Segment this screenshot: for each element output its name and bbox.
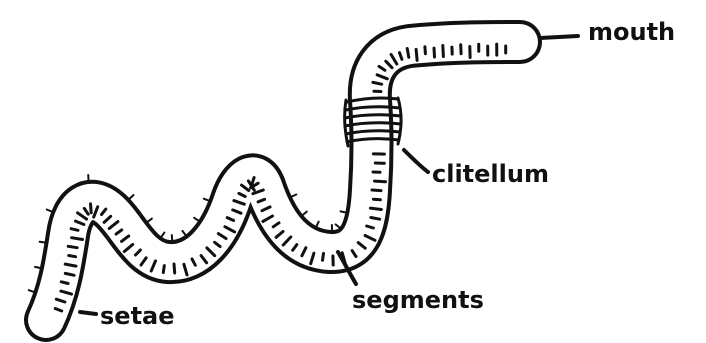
seta <box>40 242 47 243</box>
segment-mark <box>163 266 164 273</box>
segment-mark <box>71 229 78 231</box>
segment-mark <box>373 199 380 200</box>
segment-mark <box>373 82 382 84</box>
label-mouth: mouth <box>588 18 675 46</box>
seta <box>88 175 89 182</box>
segment-mark <box>174 264 175 273</box>
seta <box>172 235 173 242</box>
setae-pointer <box>80 312 96 314</box>
segment-mark <box>371 218 380 220</box>
segment-mark <box>252 178 254 185</box>
seta <box>128 195 133 200</box>
segment-mark <box>69 256 76 257</box>
label-clitellum: clitellum <box>432 160 549 188</box>
segment-mark <box>375 181 386 182</box>
segment-mark <box>370 208 381 209</box>
segment-mark <box>372 190 381 191</box>
label-segments: segments <box>352 286 484 314</box>
segment-mark <box>65 273 74 275</box>
segment-mark <box>407 49 409 58</box>
segment-mark <box>61 282 68 284</box>
mouth-pointer <box>540 36 578 38</box>
clitellum-pointer <box>404 150 428 172</box>
segment-mark <box>416 49 417 60</box>
segment-mark <box>91 204 92 213</box>
segment-mark <box>367 226 374 228</box>
segment-mark <box>425 47 426 54</box>
seta <box>341 211 348 212</box>
seta <box>301 212 306 217</box>
segment-mark <box>68 246 77 247</box>
segment-mark <box>72 238 83 240</box>
segment-mark <box>443 46 444 57</box>
segment-mark <box>434 48 435 57</box>
segment-mark <box>65 264 76 266</box>
segment-mark <box>323 253 324 260</box>
label-setae: setae <box>100 302 175 330</box>
